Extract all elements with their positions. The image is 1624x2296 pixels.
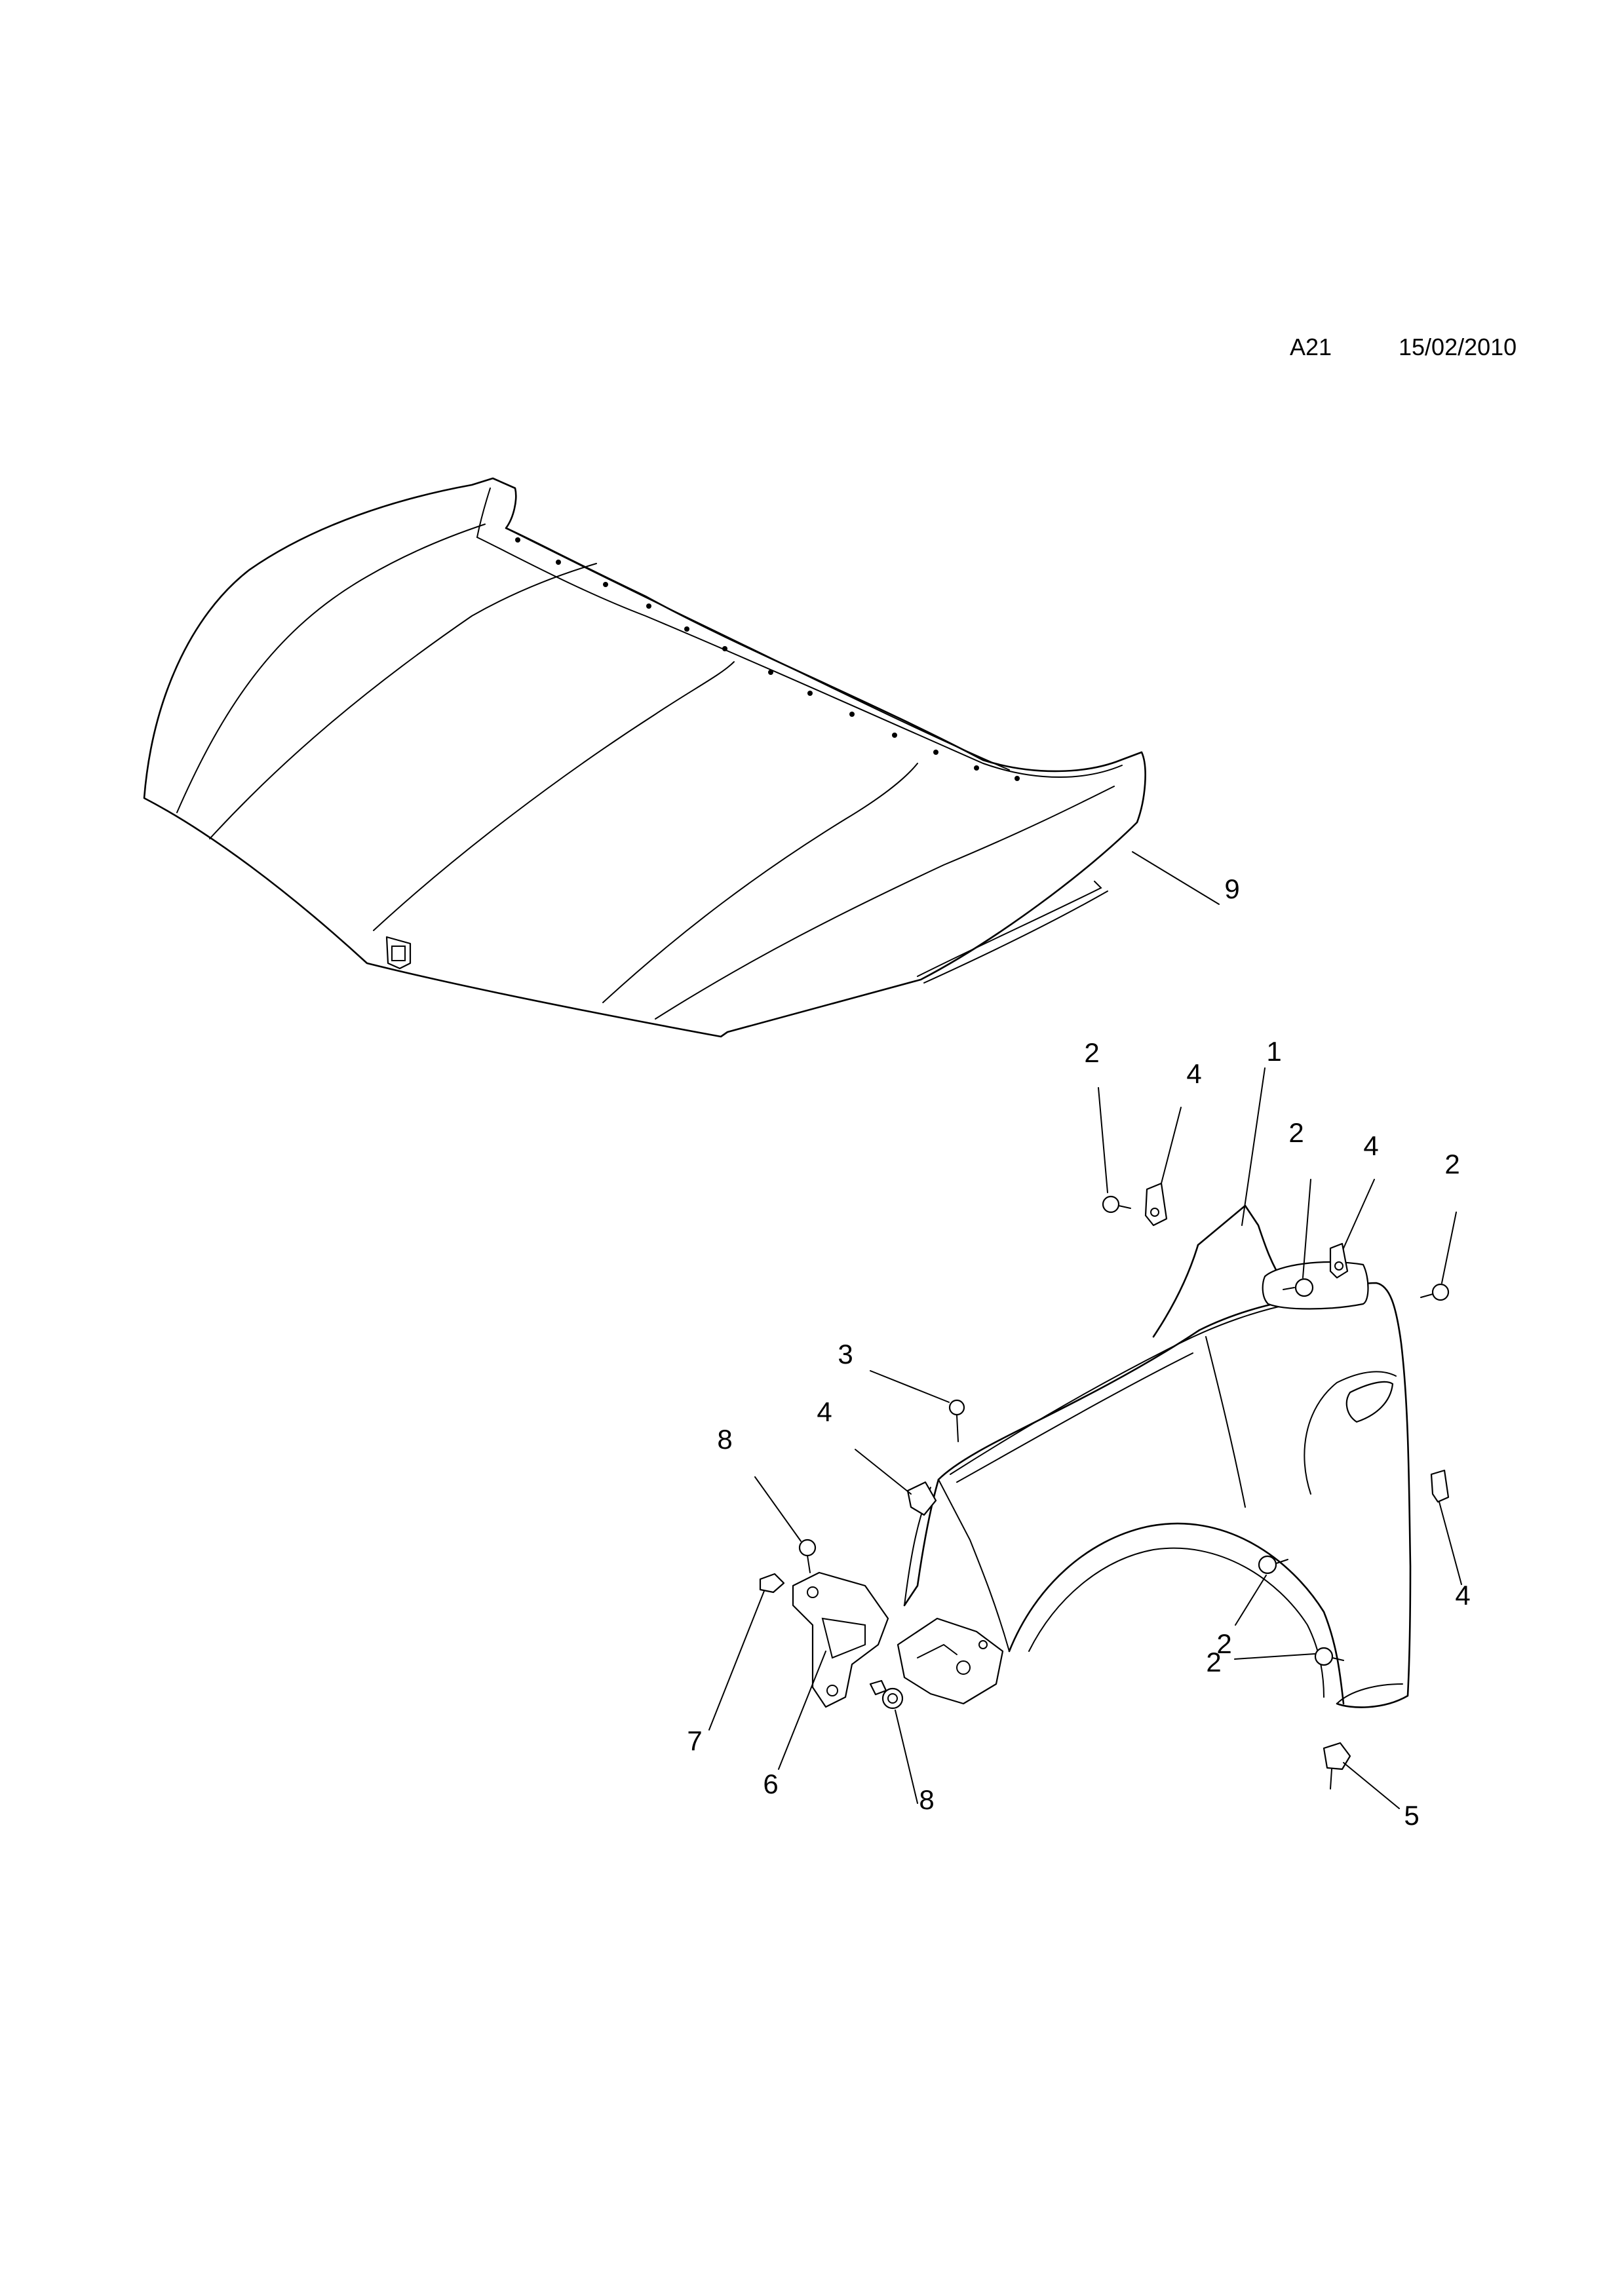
callout-nut-lower: 5 <box>1404 1800 1419 1831</box>
callout-bolt-arch: 2 <box>1216 1628 1231 1659</box>
callout-bolt-lower: 2 <box>1206 1647 1221 1677</box>
callout-bracket: 6 <box>763 1769 778 1799</box>
fender-drawing <box>903 1204 1412 1708</box>
callout-clip-top-left: 4 <box>1186 1058 1201 1089</box>
callout-bracket-clip: 7 <box>687 1725 702 1756</box>
bracket-clip-part <box>759 1573 785 1594</box>
callout-clip-right: 4 <box>1455 1580 1470 1611</box>
callout-bolt-top-right: 2 <box>1444 1149 1460 1179</box>
page-date: 15/02/2010 <box>1399 334 1517 360</box>
hood-rim-holes <box>515 537 1020 781</box>
callout-labels: 9 1 2 4 2 4 2 3 4 8 4 2 2 5 7 6 8 <box>687 873 1470 1831</box>
callout-clip-top-mid: 4 <box>1363 1130 1378 1161</box>
callout-screw-left: 8 <box>717 1424 732 1455</box>
callout-hood: 9 <box>1224 873 1239 904</box>
leader-lines <box>708 851 1462 1809</box>
hood-drawing <box>143 477 1146 1038</box>
front-bracket-part <box>897 1617 1004 1705</box>
callout-screw-upper: 3 <box>838 1339 853 1369</box>
callout-fender: 1 <box>1266 1036 1281 1067</box>
callout-bolt-top-mid: 2 <box>1288 1117 1304 1148</box>
callout-screw-lower: 8 <box>919 1784 934 1815</box>
callout-clip-mid-left: 4 <box>817 1396 832 1427</box>
callout-bolt-top-left: 2 <box>1084 1037 1099 1068</box>
fasteners <box>798 1182 1450 1789</box>
page-code: A21 <box>1290 334 1332 360</box>
